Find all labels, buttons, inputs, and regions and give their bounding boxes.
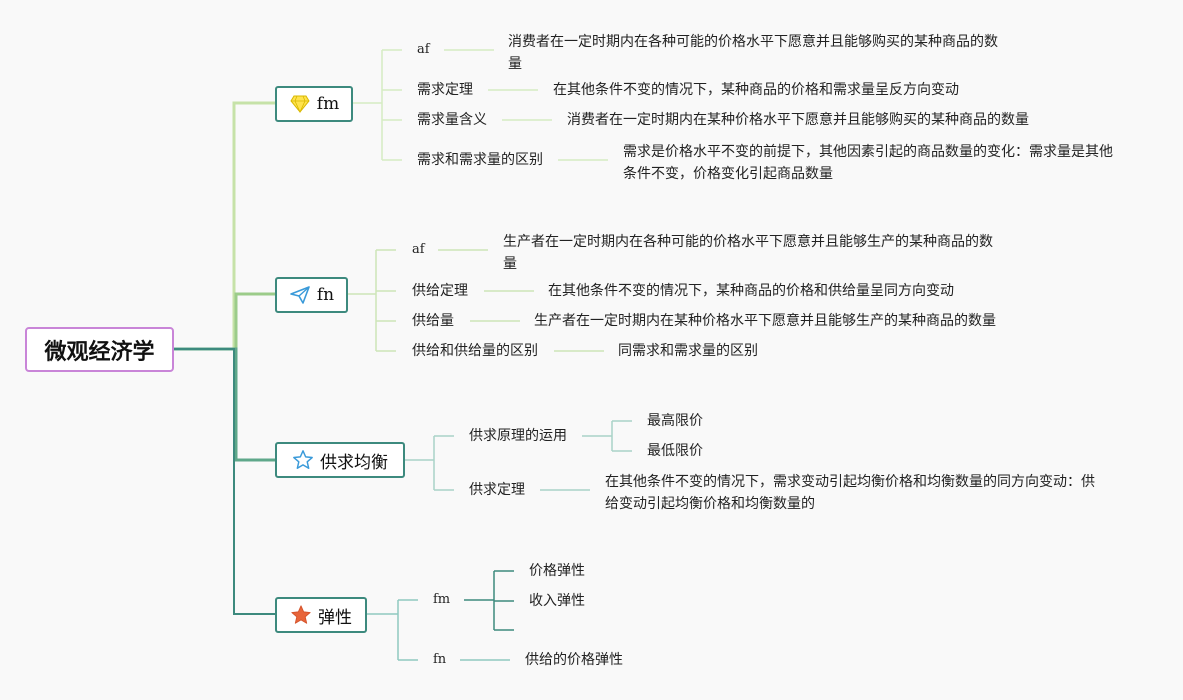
- connector-root-elasticity: [174, 348, 275, 615]
- node-price-floor[interactable]: 最低限价: [647, 443, 703, 459]
- node-elasticity-fm[interactable]: fm: [433, 592, 451, 607]
- star-outline-icon: [292, 449, 314, 471]
- node-supply-law-desc[interactable]: 在其他条件不变的情况下，某种商品的价格和供给量呈同方向变动: [548, 283, 954, 299]
- root-node[interactable]: 微观经济学: [25, 327, 174, 372]
- node-fm-af-desc[interactable]: 消费者在一定时期内在各种可能的价格水平下愿意并且能够购买的某种商品的数量: [508, 34, 998, 72]
- node-supply-demand-application[interactable]: 供求原理的运用: [469, 428, 567, 444]
- connector-fn-children: [347, 249, 396, 352]
- topic-label: 供求均衡: [320, 452, 388, 473]
- node-supply-demand-law[interactable]: 供求定理: [469, 482, 525, 498]
- node-supply-demand-law-desc[interactable]: 在其他条件不变的情况下，需求变动引起均衡价格和均衡数量的同方向变动：供给变动引起…: [605, 474, 1095, 512]
- node-supply-difference[interactable]: 供给和供给量的区别: [412, 343, 538, 359]
- node-income-elasticity[interactable]: 收入弹性: [529, 593, 585, 609]
- node-supply-law[interactable]: 供给定理: [412, 283, 468, 299]
- node-elasticity-fn[interactable]: fn: [433, 652, 447, 667]
- topic-label: 弹性: [318, 607, 352, 628]
- node-demand-difference-desc[interactable]: 需求是价格水平不变的前提下，其他因素引起的商品数量的变化：需求量是其他条件不变，…: [623, 144, 1113, 182]
- connector-root-fn: [174, 292, 275, 351]
- topic-elasticity[interactable]: 弹性: [275, 597, 367, 633]
- node-quantity-demanded[interactable]: 需求量含义: [417, 112, 487, 128]
- node-fm-af[interactable]: af: [417, 42, 430, 57]
- gem-icon: [289, 93, 311, 115]
- node-quantity-supplied-desc[interactable]: 生产者在一定时期内在某种价格水平下愿意并且能够生产的某种商品的数量: [534, 313, 996, 329]
- node-supply-price-elasticity[interactable]: 供给的价格弹性: [525, 652, 623, 668]
- connector-elasticity-children: [367, 599, 418, 661]
- star-filled-icon: [290, 604, 312, 626]
- connector-equilibrium-children: [405, 435, 454, 491]
- connector-root-fm: [174, 101, 275, 351]
- topic-label: fm: [316, 94, 340, 114]
- connector-root-equilibrium: [174, 347, 275, 462]
- node-quantity-supplied[interactable]: 供给量: [412, 313, 454, 329]
- topic-label: fn: [316, 285, 335, 305]
- node-fn-af[interactable]: af: [412, 242, 425, 257]
- node-price-ceiling[interactable]: 最高限价: [647, 413, 703, 429]
- node-demand-law[interactable]: 需求定理: [417, 82, 473, 98]
- topic-fm[interactable]: fm: [275, 86, 353, 122]
- node-fn-af-desc[interactable]: 生产者在一定时期内在各种可能的价格水平下愿意并且能够生产的某种商品的数量: [503, 234, 993, 272]
- node-demand-difference[interactable]: 需求和需求量的区别: [417, 152, 543, 168]
- node-demand-law-desc[interactable]: 在其他条件不变的情况下，某种商品的价格和需求量呈反方向变动: [553, 82, 959, 98]
- topic-fn[interactable]: fn: [275, 277, 348, 313]
- topic-equilibrium[interactable]: 供求均衡: [275, 442, 405, 478]
- node-supply-difference-desc[interactable]: 同需求和需求量的区别: [618, 343, 758, 359]
- paper-plane-icon: [289, 284, 311, 306]
- connector-fm-children: [352, 49, 402, 161]
- node-price-elasticity[interactable]: 价格弹性: [529, 563, 585, 579]
- root-label: 微观经济学: [44, 339, 155, 365]
- node-quantity-demanded-desc[interactable]: 消费者在一定时期内在某种价格水平下愿意并且能够购买的某种商品的数量: [567, 112, 1029, 128]
